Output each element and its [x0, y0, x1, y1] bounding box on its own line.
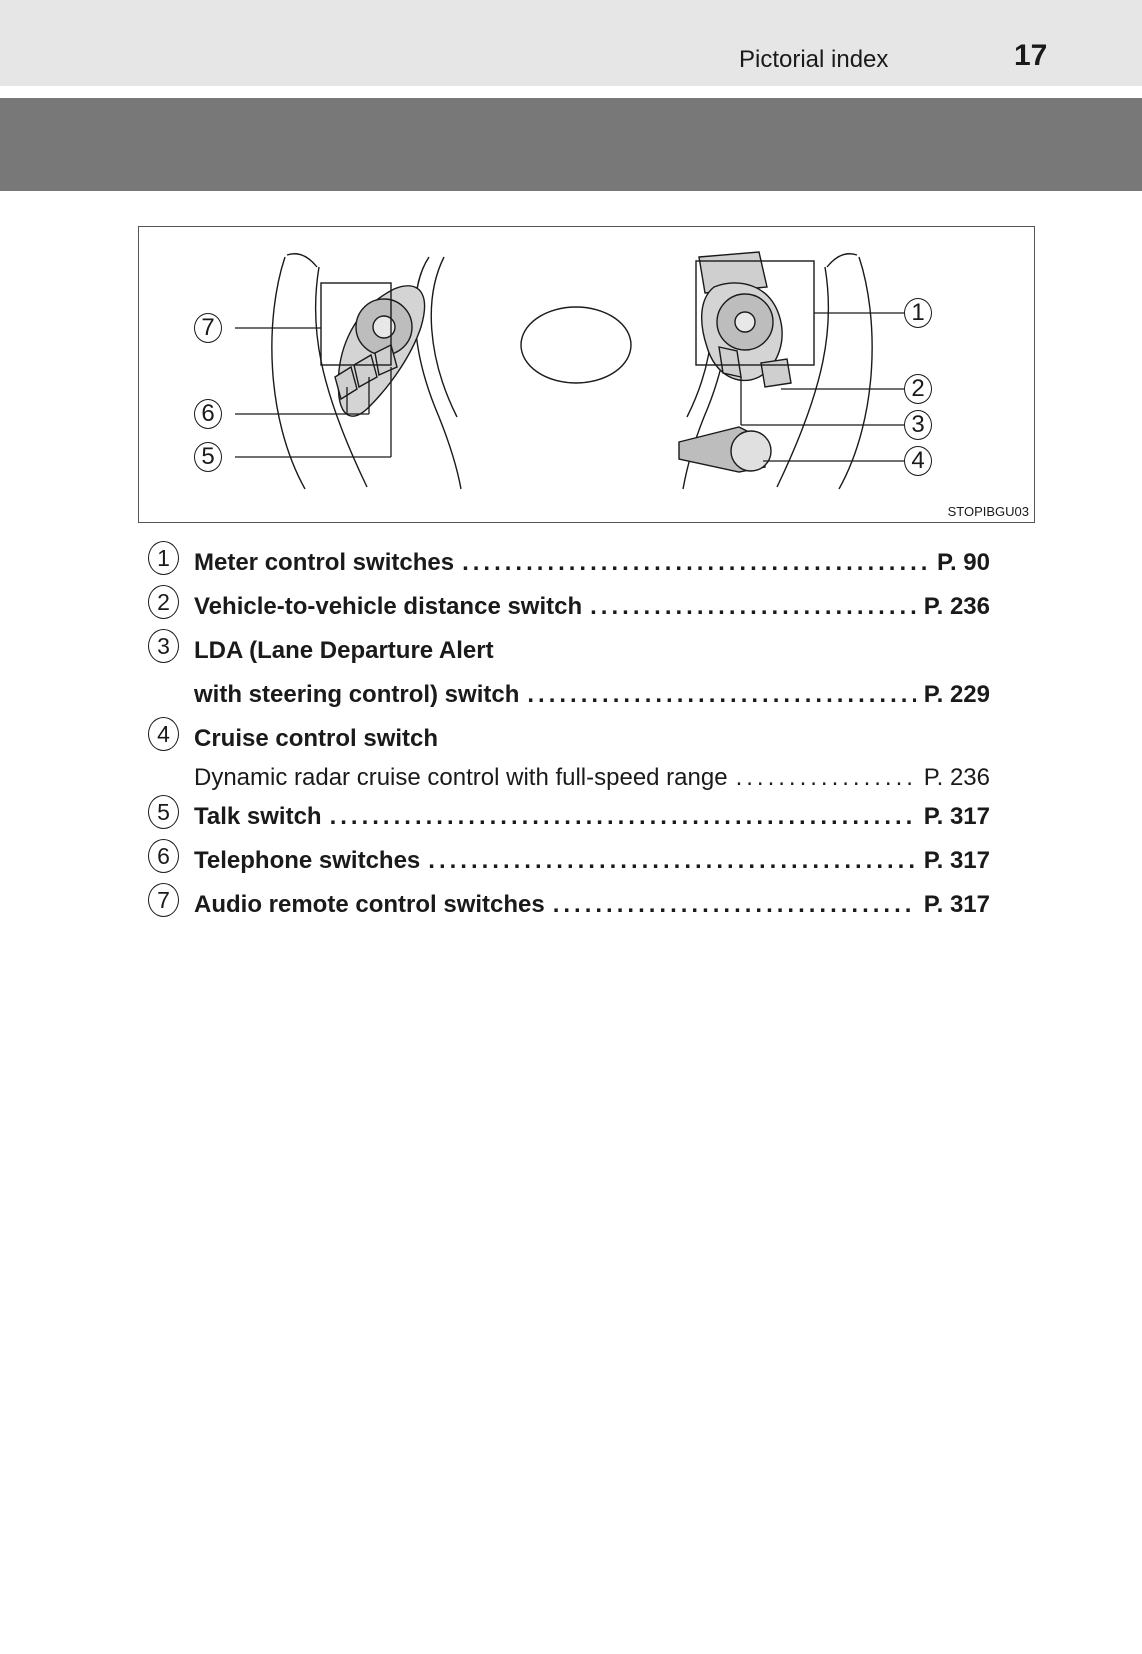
callout-6: 6: [194, 399, 222, 429]
page-reference: P. 236: [923, 593, 990, 620]
list-item: 4 Cruise control switch Dynamic radar cr…: [148, 717, 990, 795]
item-row: Telephone switches .....................…: [194, 839, 990, 883]
item-row: Dynamic radar cruise control with full-s…: [194, 761, 990, 795]
callout-1: 1: [904, 298, 932, 328]
list-item: 1 Meter control switches ...............…: [148, 541, 990, 585]
dot-leader: ........................................…: [428, 847, 915, 874]
header-bar: [0, 0, 1142, 86]
list-item: 6 Telephone switches ...................…: [148, 839, 990, 883]
item-number: 1: [148, 541, 179, 575]
item-number: 7: [148, 883, 179, 917]
pictorial-index-list: 1 Meter control switches ...............…: [148, 541, 990, 927]
item-row: LDA (Lane Departure Alert: [194, 629, 990, 673]
item-number: 3: [148, 629, 179, 663]
page-reference: P. 90: [937, 549, 990, 576]
item-row: Audio remote control switches ..........…: [194, 883, 990, 927]
item-label: Dynamic radar cruise control with full-s…: [194, 764, 728, 791]
steering-wheel-illustration: 1 2 3 4 5 6 7 STOPIBGU03: [138, 226, 1035, 523]
item-number: 5: [148, 795, 179, 829]
dot-leader: ........................................…: [527, 681, 915, 708]
list-item: 3 LDA (Lane Departure Alert with steerin…: [148, 629, 990, 717]
page-reference: P. 229: [923, 681, 990, 708]
header-divider: [0, 86, 1142, 87]
page-reference: P. 317: [923, 847, 990, 874]
steering-wheel-drawing: [235, 251, 904, 490]
page-reference: P. 236: [923, 764, 990, 791]
item-row: with steering control) switch ..........…: [194, 673, 990, 717]
item-label: with steering control) switch: [194, 681, 520, 708]
callout-4: 4: [904, 446, 932, 476]
item-row: Cruise control switch: [194, 717, 990, 761]
item-label: Telephone switches: [194, 847, 421, 874]
item-label: Audio remote control switches: [194, 891, 545, 918]
callout-7: 7: [194, 313, 222, 343]
item-row: Vehicle-to-vehicle distance switch .....…: [194, 585, 990, 629]
item-row: Meter control switches .................…: [194, 541, 990, 585]
item-label: Cruise control switch: [194, 725, 439, 752]
item-label: LDA (Lane Departure Alert: [194, 637, 494, 664]
list-item: 7 Audio remote control switches ........…: [148, 883, 990, 927]
callout-5: 5: [194, 442, 222, 472]
item-label: Talk switch: [194, 803, 322, 830]
page-number: 17: [1014, 39, 1048, 72]
page-reference: P. 317: [923, 891, 990, 918]
callout-3: 3: [904, 410, 932, 440]
callout-2: 2: [904, 374, 932, 404]
list-item: 2 Vehicle-to-vehicle distance switch ...…: [148, 585, 990, 629]
dot-leader: ........................................…: [329, 803, 916, 830]
dot-leader: ........................................…: [462, 549, 929, 576]
item-label: Vehicle-to-vehicle distance switch: [194, 593, 583, 620]
dot-leader: ........................................…: [735, 764, 916, 791]
item-row: Talk switch ............................…: [194, 795, 990, 839]
figure-code: STOPIBGU03: [947, 504, 1029, 519]
item-number: 2: [148, 585, 179, 619]
item-number: 4: [148, 717, 179, 751]
item-number: 6: [148, 839, 179, 873]
section-title: Pictorial index: [739, 46, 889, 73]
item-label: Meter control switches: [194, 549, 455, 576]
list-item: 5 Talk switch ..........................…: [148, 795, 990, 839]
page-reference: P. 317: [923, 803, 990, 830]
dot-leader: ........................................…: [590, 593, 916, 620]
dot-leader: ........................................…: [552, 891, 916, 918]
chapter-band: [0, 98, 1142, 191]
